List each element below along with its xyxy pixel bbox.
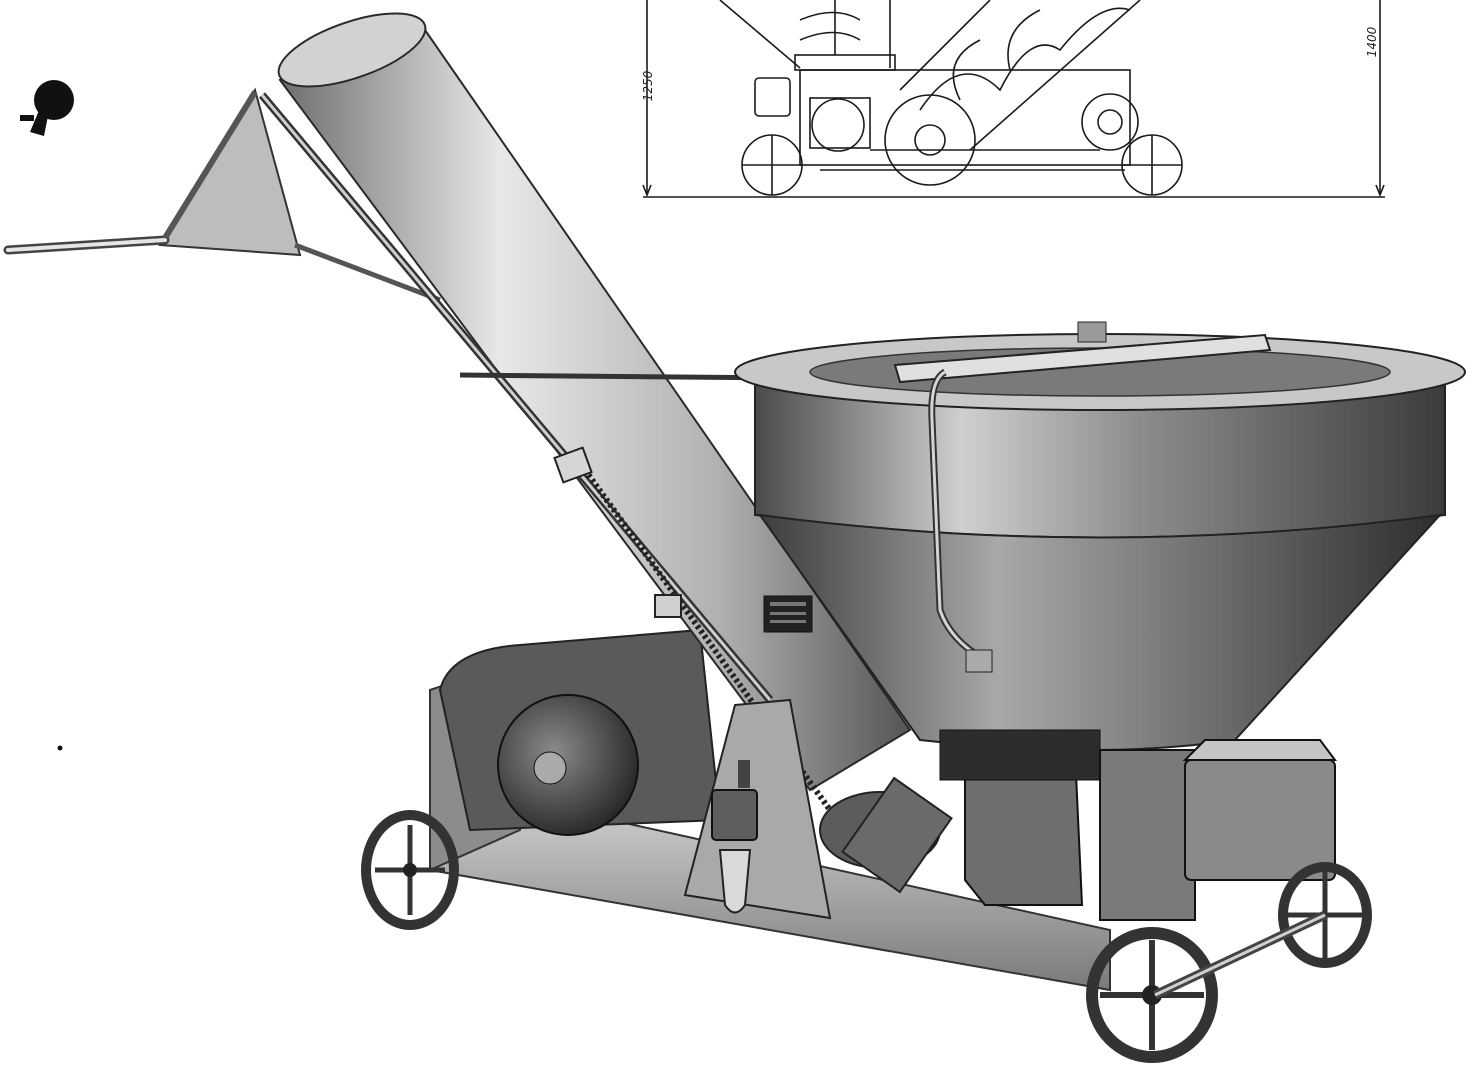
dimension-arrow-left	[642, 184, 652, 198]
drawing-tube-edge-1	[899, 0, 991, 91]
dimension-label-left: 1250	[641, 70, 655, 101]
drawing-motor	[754, 77, 791, 117]
drawing-chassis	[799, 69, 1131, 166]
electric-motor	[497, 694, 639, 836]
dimension-label-right: 1400	[1365, 26, 1379, 57]
drawing-auger	[919, 7, 1131, 111]
control-box	[1184, 759, 1336, 881]
power-plug	[718, 849, 752, 914]
auger-machine	[3, 12, 1466, 1063]
drawing-tube-edge-2	[969, 0, 1141, 151]
wheel-front-left	[361, 810, 459, 930]
switch-box	[711, 789, 758, 841]
drawing-pulley	[884, 94, 976, 186]
technical-drawing: 1250 1400	[641, 0, 1385, 198]
drawing-gearbox	[809, 97, 871, 149]
dimension-arrow-right	[1375, 184, 1385, 198]
wheel-rear-left	[1086, 927, 1218, 1063]
hopper-crossbeam	[893, 333, 1272, 384]
logo-mark	[20, 80, 74, 136]
